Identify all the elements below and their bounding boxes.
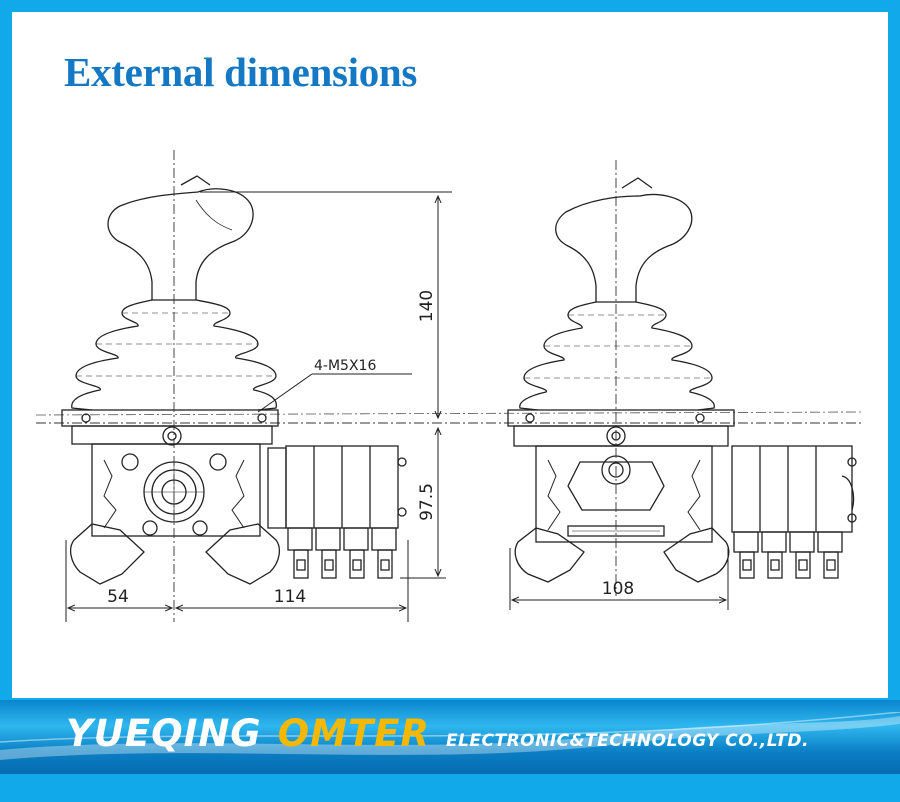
company-name-part3: ELECTRONIC&TECHNOLOGY CO.,LTD. bbox=[445, 731, 809, 751]
front-body bbox=[91, 443, 261, 537]
front-left-cam bbox=[69, 523, 145, 585]
mounting-centerline-2 bbox=[35, 411, 863, 416]
side-bellows-boot bbox=[519, 301, 715, 411]
front-right-cam bbox=[205, 523, 281, 585]
side-gimbal-mechanism bbox=[567, 461, 665, 511]
callout-label: 4-M5X16 bbox=[314, 358, 376, 374]
side-view bbox=[507, 177, 857, 583]
page-title: External dimensions bbox=[64, 49, 418, 95]
side-switch-block bbox=[731, 445, 853, 533]
dim-width-left-label: 54 bbox=[107, 587, 129, 607]
dim-width-front bbox=[65, 540, 409, 622]
side-mounting-plate bbox=[507, 409, 735, 427]
dim-width-side bbox=[509, 548, 729, 610]
footer-banner bbox=[0, 700, 900, 774]
side-body bbox=[535, 445, 713, 543]
front-bellows-boot bbox=[71, 299, 278, 411]
side-handle-button bbox=[621, 177, 653, 189]
side-left-cam bbox=[514, 527, 585, 583]
front-handle-button bbox=[180, 175, 211, 186]
side-right-cam bbox=[663, 527, 730, 583]
dim-height-body-label: 97.5 bbox=[417, 483, 437, 521]
callout-leader bbox=[257, 373, 412, 413]
front-view bbox=[61, 175, 407, 585]
drawing-panel bbox=[12, 12, 888, 698]
dim-height-handle bbox=[200, 191, 452, 418]
bottom-border bbox=[0, 774, 900, 802]
company-name-part2: OMTER bbox=[277, 712, 430, 755]
dim-height-handle-label: 140 bbox=[417, 290, 437, 322]
front-handle-grip bbox=[107, 188, 254, 301]
front-mounting-plate bbox=[61, 409, 279, 427]
company-name-part1: YUEQING bbox=[66, 712, 262, 755]
dim-width-side-label: 108 bbox=[602, 579, 634, 599]
dim-width-right-label: 114 bbox=[274, 587, 306, 607]
footer-swoosh-decoration bbox=[0, 712, 900, 760]
technical-drawing: 140 97.5 4-M5X16 54 114 bbox=[35, 150, 863, 622]
company-name: YUEQING OMTER ELECTRONIC&TECHNOLOGY CO.,… bbox=[66, 712, 809, 760]
side-handle-grip bbox=[555, 193, 693, 303]
